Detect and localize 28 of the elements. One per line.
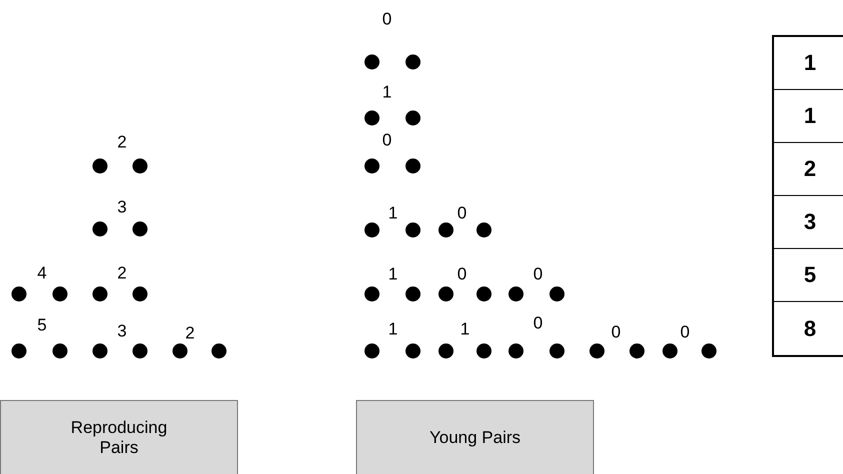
count-number: 1 (460, 320, 470, 338)
table-cell: 1 (774, 37, 843, 90)
count-number: 0 (533, 314, 543, 332)
table-cell: 2 (774, 143, 843, 196)
count-number: 1 (388, 204, 398, 222)
count-number: 0 (611, 324, 621, 340)
count-number: 2 (117, 134, 127, 150)
table-cell-text: 8 (802, 314, 818, 342)
count-number: 0 (457, 266, 467, 282)
table-cell: 1 (774, 90, 843, 143)
label-box: Reproducing Pairs (0, 400, 238, 474)
count-number: 0 (680, 324, 690, 340)
count-number: 1 (382, 84, 392, 100)
count-number: 0 (382, 10, 392, 28)
count-number: 3 (117, 322, 127, 340)
label-box: Young Pairs (356, 400, 594, 474)
count-number: 0 (382, 132, 392, 148)
table-cell: 3 (774, 196, 843, 249)
count-number: 0 (457, 204, 467, 222)
count-number: 4 (37, 264, 47, 282)
table-cell: 5 (774, 249, 843, 302)
count-number: 3 (117, 198, 127, 216)
count-number: 5 (37, 316, 47, 334)
count-number: 1 (388, 320, 398, 338)
count-number: 0 (533, 266, 543, 282)
count-number: 1 (388, 266, 398, 282)
count-number: 2 (185, 324, 195, 342)
count-number: 2 (117, 264, 127, 282)
